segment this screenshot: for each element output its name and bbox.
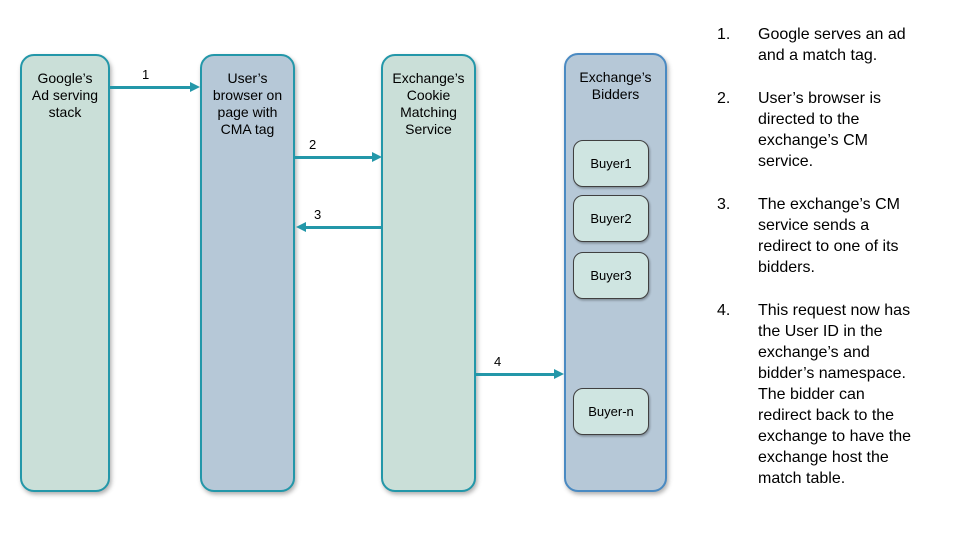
buyer-box-n: Buyer-n: [573, 388, 649, 435]
arrow-3-label: 3: [314, 207, 322, 222]
step-3-text: The exchange’s CM service sends a redire…: [758, 196, 900, 276]
arrow-2-shaft: [295, 155, 373, 159]
node-browser-label: User’s browser on page with CMA tag: [212, 70, 283, 137]
buyer-box-2: Buyer2: [573, 195, 649, 242]
node-google-ad-serving-stack: Google’s Ad serving stack: [20, 54, 110, 492]
arrow-step-2: [295, 152, 382, 162]
arrow-3-shaft: [305, 225, 381, 229]
arrow-step-3: [296, 222, 381, 232]
step-item-4: 4. This request now has the User ID in t…: [717, 300, 945, 489]
arrow-2-label: 2: [309, 137, 317, 152]
node-cm-label: Exchange’s Cookie Matching Service: [392, 70, 465, 137]
step-4-number: 4.: [717, 302, 731, 319]
step-1-text: Google serves an ad and a match tag.: [758, 26, 906, 64]
arrow-1-head-icon: [190, 82, 200, 92]
step-3-number: 3.: [717, 196, 731, 213]
step-4-text: This request now has the User ID in the …: [758, 302, 912, 487]
node-cookie-matching-service: Exchange’s Cookie Matching Service: [381, 54, 476, 492]
step-2-text: User’s browser is directed to the exchan…: [758, 90, 881, 170]
arrow-1-label: 1: [142, 67, 150, 82]
buyer-n-label: Buyer-n: [588, 404, 634, 419]
arrow-2-head-icon: [372, 152, 382, 162]
arrow-1-shaft: [110, 85, 191, 89]
step-item-1: 1. Google serves an ad and a match tag.: [717, 24, 945, 66]
step-2-number: 2.: [717, 90, 731, 107]
node-users-browser: User’s browser on page with CMA tag: [200, 54, 295, 492]
buyer-1-label: Buyer1: [590, 156, 632, 171]
arrow-step-4: [476, 369, 564, 379]
arrow-step-1: [110, 82, 200, 92]
buyer-3-label: Buyer3: [590, 268, 632, 283]
arrow-3-head-icon: [296, 222, 306, 232]
step-item-3: 3. The exchange’s CM service sends a red…: [717, 194, 945, 278]
arrow-4-shaft: [476, 372, 555, 376]
buyer-box-1: Buyer1: [573, 140, 649, 187]
buyer-box-3: Buyer3: [573, 252, 649, 299]
buyer-2-label: Buyer2: [590, 211, 632, 226]
node-bidders-label: Exchange’s Bidders: [579, 69, 652, 102]
arrow-4-label: 4: [494, 354, 502, 369]
node-google-label: Google’s Ad serving stack: [31, 70, 99, 120]
step-item-2: 2. User’s browser is directed to the exc…: [717, 88, 945, 172]
node-exchange-bidders: Exchange’s Bidders Buyer1 Buyer2 Buyer3 …: [564, 53, 667, 492]
steps-list: 1. Google serves an ad and a match tag. …: [717, 24, 945, 511]
arrow-4-head-icon: [554, 369, 564, 379]
step-1-number: 1.: [717, 26, 731, 43]
